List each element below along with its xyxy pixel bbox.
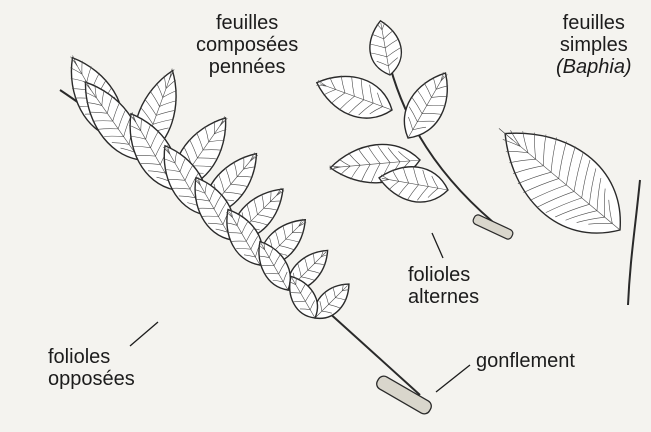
pointer-swelling xyxy=(436,365,470,392)
simple-stem xyxy=(628,180,640,305)
pointer-alternate xyxy=(432,233,443,258)
label-swelling: gonflement xyxy=(476,350,575,372)
label-simple-leaves: feuilles simples (Baphia) xyxy=(556,12,632,78)
alternate-leaflet-1 xyxy=(310,65,398,128)
label-compound-pinnate: feuilles composées pennées xyxy=(196,12,298,78)
pointer-opposite xyxy=(130,322,158,346)
alternate-petiole xyxy=(472,214,514,241)
label-opposite-leaflets: folioles opposées xyxy=(48,346,135,390)
alternate-leaflet-top xyxy=(365,18,405,78)
label-alternate-leaflets: folioles alternes xyxy=(408,264,479,308)
simple-leaf-baphia xyxy=(476,101,644,305)
alternate-leaflet-leaf xyxy=(310,18,514,240)
